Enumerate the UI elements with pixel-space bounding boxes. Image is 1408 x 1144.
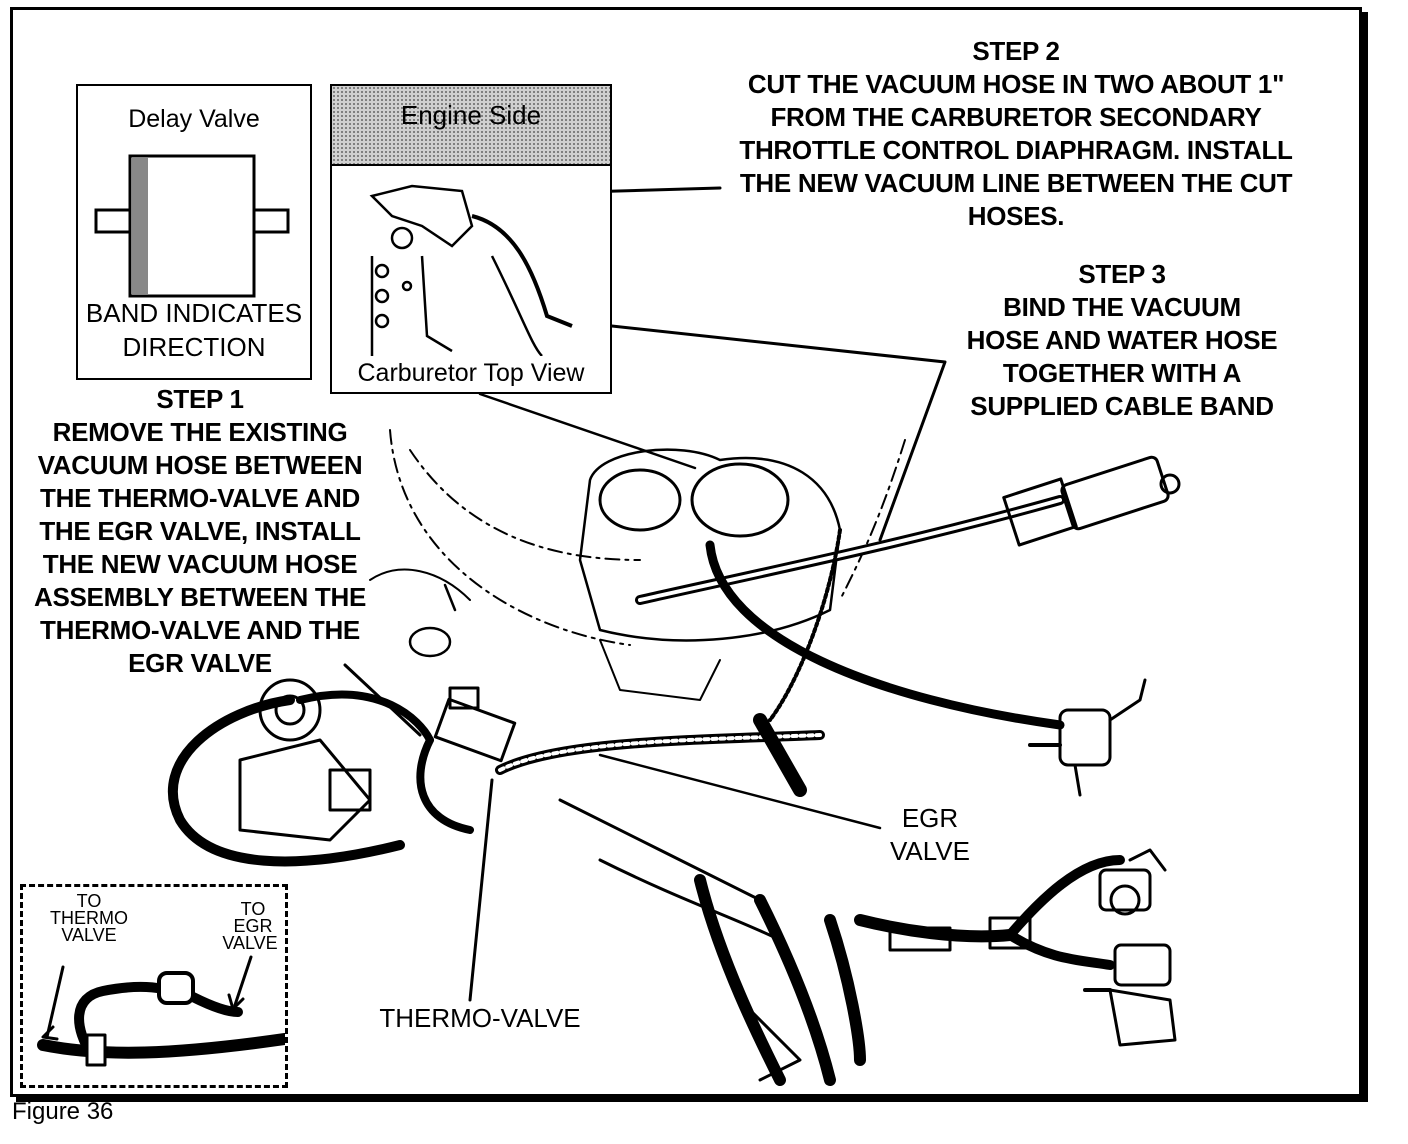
carburetor-top-view-icon [369,184,573,356]
figure-frame [10,7,1362,1097]
band-label-line2: DIRECTION [122,332,266,362]
to-egr-line2: EGR [233,916,273,936]
step2-line5: HOSES. [967,201,1065,231]
to-thermo-line1: TO [76,891,102,911]
delay-valve-icon [94,154,290,298]
delay-valve-box: Delay Valve BAND INDICATES DIRECTION [76,84,312,380]
delay-valve-title: Delay Valve [128,105,260,133]
step3-line3: TOGETHER WITH A [1002,358,1242,388]
step2-heading: STEP 2 [972,36,1060,66]
band-label-line1: BAND INDICATES [85,298,303,328]
to-thermo-line3: VALVE [61,925,117,945]
hose-assembly-inset: TO THERMO VALVE TO EGR VALVE [20,884,288,1088]
egr-valve-label-line1: EGR [901,803,959,833]
figure-caption: Figure 36 [12,1098,114,1125]
step1-line1: REMOVE THE EXISTING [52,417,348,447]
carburetor-box-footer: Carburetor Top View [357,359,585,387]
frame-shadow-bottom [16,1097,1368,1102]
step1-line6: ASSEMBLY BETWEEN THE [33,582,367,612]
to-egr-line1: TO [240,899,266,919]
carburetor-box: Engine Side Carburetor Top View [330,84,612,394]
step2-line4: THE NEW VACUUM LINE BETWEEN THE CUT [739,168,1293,198]
thermo-valve-label: THERMO-VALVE [379,1003,581,1033]
to-egr-line3: VALVE [222,933,278,953]
step3-heading: STEP 3 [1078,259,1166,289]
step3-line1: BIND THE VACUUM [1003,292,1241,322]
step1-line5: THE NEW VACUUM HOSE [42,549,358,579]
step2-line1: CUT THE VACUUM HOSE IN TWO ABOUT 1" [747,69,1285,99]
carburetor-box-header: Engine Side [400,100,542,130]
step1-line2: VACUUM HOSE BETWEEN [37,450,363,480]
step3-line2: HOSE AND WATER HOSE [966,325,1278,355]
step3-line4: SUPPLIED CABLE BAND [970,391,1274,421]
frame-shadow-right [1362,12,1368,1102]
carburetor-box-header-bg [332,86,610,166]
step2-line2: FROM THE CARBURETOR SECONDARY [770,102,1262,132]
step1-line7: THERMO-VALVE AND THE [40,615,360,645]
hose-assembly-drawing [37,955,285,1067]
step2-line3: THROTTLE CONTROL DIAPHRAGM. INSTALL [739,135,1293,165]
egr-valve-label-line2: VALVE [890,836,970,866]
step1-line3: THE THERMO-VALVE AND [40,483,360,513]
to-thermo-line2: THERMO [50,908,128,928]
step1-line8: EGR VALVE [128,648,272,678]
step1-heading: STEP 1 [156,384,244,414]
step1-line4: THE EGR VALVE, INSTALL [39,516,361,546]
